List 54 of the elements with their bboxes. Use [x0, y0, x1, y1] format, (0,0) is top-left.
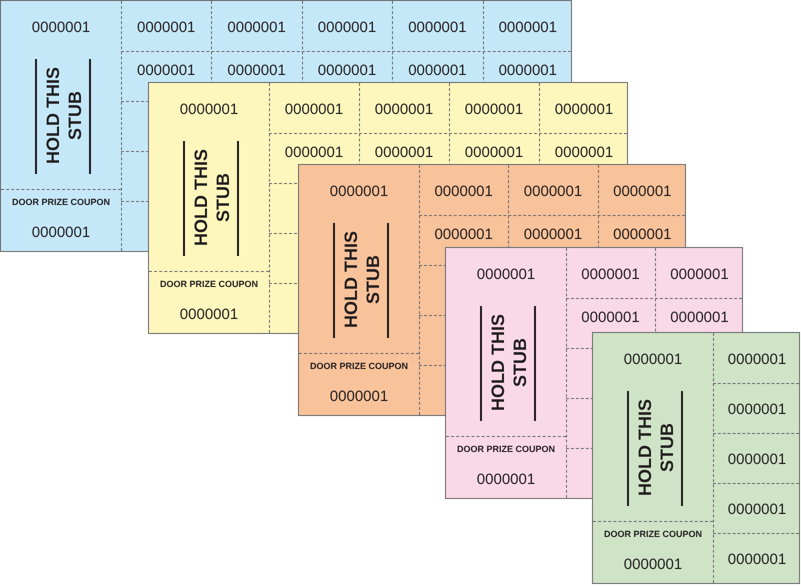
ticket-number: 0000001: [581, 267, 640, 283]
coupon-heading: DOOR PRIZE COUPON: [12, 197, 110, 208]
ticket-number: 0000001: [318, 63, 376, 79]
stub-instruction: HOLD THIS STUB: [634, 398, 678, 498]
ticket-number: 0000001: [284, 145, 344, 161]
ticket-number: 0000001: [524, 184, 582, 200]
stub-instruction: HOLD THIS STUB: [340, 230, 384, 330]
ticket-number: 0000001: [613, 184, 672, 200]
ticket-number: 0000001: [581, 310, 640, 326]
ticket-number: 0000001: [464, 145, 524, 161]
coupon-heading: DOOR PRIZE COUPON: [457, 444, 555, 455]
ticket-number: 0000001: [227, 63, 286, 79]
ticket-number: 0000001: [728, 352, 786, 368]
ticket-number: 0000001: [464, 102, 524, 118]
ticket-number: 0000001: [728, 452, 786, 468]
coupon-heading: DOOR PRIZE COUPON: [160, 279, 258, 290]
stub-number: 0000001: [476, 267, 536, 283]
ticket-sheet: [592, 332, 800, 584]
ticket-number: 0000001: [374, 102, 434, 118]
coupon-number: 0000001: [476, 472, 536, 488]
coupon-heading: DOOR PRIZE COUPON: [310, 361, 408, 372]
ticket-number: 0000001: [434, 227, 493, 243]
ticket-number: 0000001: [318, 20, 376, 36]
stub-number: 0000001: [180, 102, 238, 118]
ticket-number: 0000001: [498, 20, 557, 36]
ticket-number: 0000001: [498, 63, 557, 79]
coupon-heading: DOOR PRIZE COUPON: [604, 529, 702, 540]
ticket-number: 0000001: [728, 552, 786, 568]
coupon-number: 0000001: [330, 389, 388, 405]
stub-instruction: HOLD THIS STUB: [487, 314, 531, 414]
stub-instruction: HOLD THIS STUB: [42, 66, 86, 166]
ticket-number: 0000001: [554, 145, 614, 161]
ticket-number: 0000001: [136, 20, 196, 36]
stub-number: 0000001: [624, 352, 682, 368]
ticket-number: 0000001: [284, 102, 344, 118]
coupon-number: 0000001: [32, 225, 90, 241]
stub-number: 0000001: [32, 20, 90, 36]
stub-instruction: HOLD THIS STUB: [190, 148, 234, 248]
ticket-number: 0000001: [408, 63, 467, 79]
ticket-number: 0000001: [408, 20, 467, 36]
ticket-number: 0000001: [434, 184, 493, 200]
ticket-number: 0000001: [613, 227, 672, 243]
ticket-number: 0000001: [524, 227, 582, 243]
ticket-number: 0000001: [728, 402, 786, 418]
ticket-number: 0000001: [670, 310, 729, 326]
coupon-number: 0000001: [624, 557, 682, 573]
ticket-number: 0000001: [374, 145, 434, 161]
coupon-number: 0000001: [180, 307, 238, 323]
ticket-number: 0000001: [136, 63, 196, 79]
ticket-number: 0000001: [554, 102, 614, 118]
ticket-number: 0000001: [728, 502, 786, 518]
ticket-number: 0000001: [227, 20, 286, 36]
ticket-number: 0000001: [670, 267, 729, 283]
stub-number: 0000001: [330, 184, 388, 200]
